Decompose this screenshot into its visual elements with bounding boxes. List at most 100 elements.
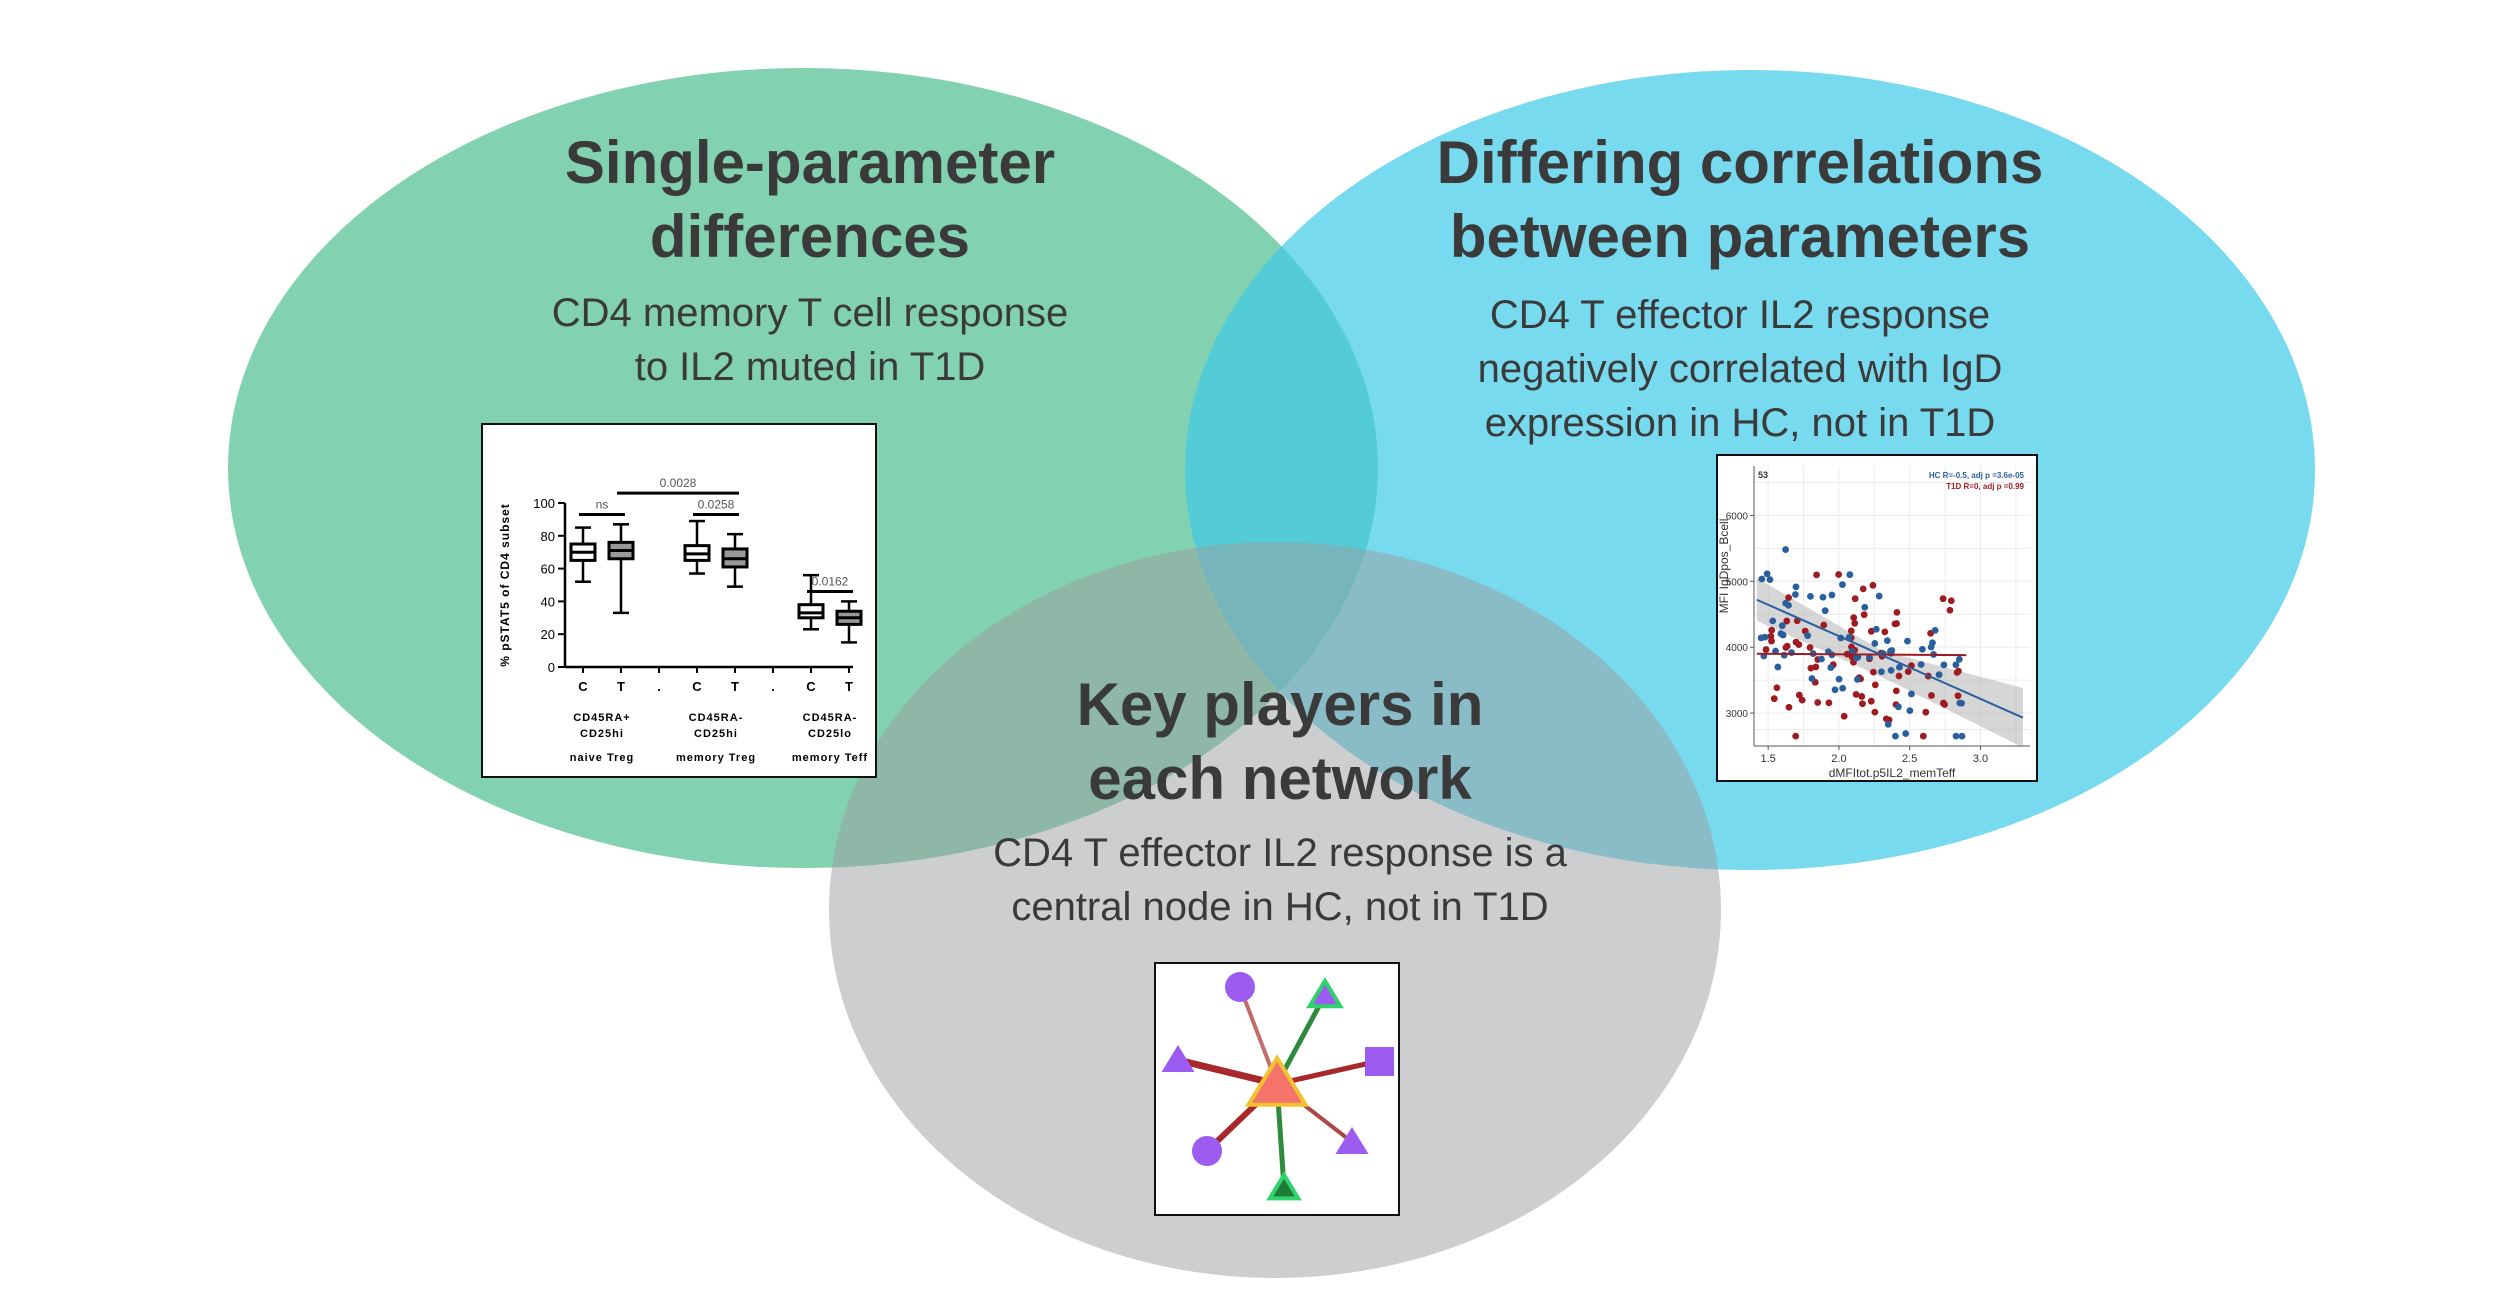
- point-hc: [1831, 686, 1839, 694]
- group-label: CD25lo: [808, 728, 852, 740]
- network-edge: [1276, 1058, 1380, 1087]
- hc-annotation: HC R=-0.5, adj p =3.6e-05: [1929, 471, 2025, 480]
- network-node-circle: [1192, 1136, 1222, 1166]
- point-t1d: [1860, 611, 1868, 619]
- x-tick-label: 2.0: [1831, 753, 1846, 765]
- y-tick-label: 4000: [1726, 643, 1749, 654]
- p-value-label: 0.0162: [812, 575, 849, 589]
- corner-label: 53: [1758, 470, 1768, 480]
- point-t1d: [1785, 594, 1792, 602]
- point-hc: [1891, 732, 1899, 740]
- point-t1d: [1891, 620, 1899, 628]
- point-t1d: [1847, 627, 1855, 635]
- point-hc: [1861, 603, 1869, 611]
- desc-single-parameter: CD4 memory T cell response to IL2 muted …: [551, 291, 1069, 389]
- point-hc: [1827, 664, 1835, 671]
- point-t1d: [1939, 595, 1947, 603]
- point-t1d: [1795, 691, 1803, 699]
- point-t1d: [1904, 668, 1912, 676]
- x-tick-label: 1.5: [1761, 753, 1776, 765]
- group-label: CD45RA-: [689, 712, 744, 724]
- group-name: naive Treg: [570, 752, 634, 764]
- point-hc: [1896, 663, 1903, 671]
- point-hc: [1929, 639, 1936, 647]
- y-tick-label: 100: [533, 496, 555, 511]
- point-hc: [1872, 625, 1880, 633]
- point-hc: [1955, 655, 1963, 663]
- network-panel: [1154, 962, 1400, 1216]
- point-t1d: [1939, 699, 1947, 707]
- point-hc: [1778, 622, 1786, 630]
- point-t1d: [1840, 712, 1848, 720]
- point-hc: [1848, 648, 1856, 656]
- point-t1d: [1954, 692, 1962, 700]
- network-graph: [1161, 972, 1394, 1201]
- point-t1d: [1850, 614, 1858, 622]
- point-t1d: [1792, 732, 1800, 740]
- point-t1d: [1881, 628, 1889, 636]
- point-hc: [1931, 626, 1939, 634]
- point-t1d: [1858, 693, 1866, 700]
- point-hc: [1772, 647, 1779, 655]
- point-t1d: [1867, 697, 1875, 705]
- point-hc: [1853, 675, 1861, 683]
- point-t1d: [1783, 642, 1791, 650]
- confidence-band: [1756, 578, 2023, 748]
- y-tick-label: 5000: [1726, 577, 1749, 588]
- x-tick-label: T: [845, 679, 853, 694]
- point-hc: [1761, 633, 1769, 641]
- y-tick-label: 20: [541, 627, 555, 642]
- point-t1d: [1783, 617, 1791, 625]
- y-tick-label: 3000: [1726, 709, 1749, 720]
- point-t1d: [1835, 571, 1843, 578]
- point-hc: [1818, 655, 1825, 663]
- point-hc: [1792, 583, 1800, 591]
- y-axis-label: % pSTAT5 of CD4 subset: [498, 503, 512, 667]
- point-t1d: [1851, 595, 1859, 603]
- point-t1d: [1859, 700, 1866, 708]
- x-tick-label: .: [771, 679, 775, 694]
- x-axis-label: dMFItot.p5IL2_memTeff: [1829, 766, 1956, 780]
- y-tick-label: 80: [541, 529, 555, 544]
- point-t1d: [1871, 708, 1879, 716]
- x-tick-label: C: [578, 679, 588, 694]
- point-hc: [1828, 591, 1836, 599]
- point-hc: [1871, 640, 1879, 647]
- point-t1d: [1955, 667, 1962, 675]
- point-t1d: [1807, 664, 1815, 672]
- point-hc: [1904, 637, 1911, 645]
- point-t1d: [1813, 571, 1820, 579]
- point-t1d: [1947, 597, 1955, 605]
- point-hc: [1883, 637, 1891, 645]
- point-t1d: [1825, 699, 1833, 707]
- point-t1d: [1852, 690, 1860, 698]
- point-hc: [1774, 663, 1782, 671]
- point-t1d: [1762, 646, 1770, 653]
- desc-key-players: CD4 T effector IL2 response is a central…: [993, 831, 1567, 929]
- y-tick-label: 6000: [1726, 511, 1749, 522]
- point-hc: [1835, 675, 1843, 683]
- point-hc: [1906, 707, 1914, 715]
- y-tick-label: 40: [541, 594, 555, 609]
- group-name: memory Teff: [792, 752, 868, 764]
- point-hc: [1782, 546, 1789, 553]
- point-hc: [1884, 720, 1892, 728]
- point-t1d: [1785, 703, 1793, 711]
- network-edge: [1177, 1056, 1278, 1088]
- network-node-triangle: [1161, 1045, 1195, 1072]
- point-hc: [1902, 730, 1910, 737]
- network-node-square: [1365, 1047, 1394, 1076]
- box: [797, 603, 825, 620]
- y-axis-label: MFI IgDpos_Bcell: [1718, 519, 1731, 614]
- point-hc: [1888, 647, 1896, 654]
- point-t1d: [1869, 581, 1877, 589]
- point-hc: [1819, 593, 1827, 601]
- point-t1d: [1895, 672, 1903, 680]
- point-hc: [1878, 668, 1885, 676]
- point-hc: [1807, 593, 1814, 600]
- point-hc: [1940, 661, 1948, 669]
- group-label: CD25hi: [580, 728, 624, 740]
- point-hc: [1808, 675, 1816, 682]
